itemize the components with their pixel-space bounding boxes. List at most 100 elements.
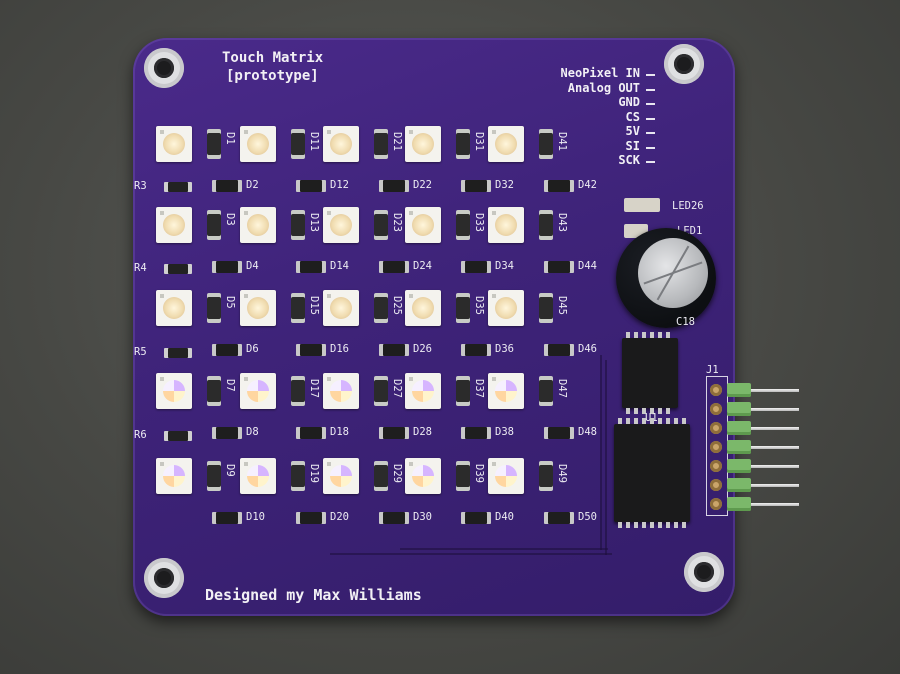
led-label: D9: [224, 464, 236, 477]
neopixel-led: [240, 290, 276, 326]
header-pad: [710, 460, 722, 472]
diode-label: D12: [330, 179, 349, 191]
smd-diode: [383, 512, 405, 524]
led-label: D15: [308, 296, 320, 315]
smd-diode: [216, 180, 238, 192]
diode-label: D36: [495, 343, 514, 355]
smd-capacitor: [456, 380, 470, 402]
pin-tick: [646, 88, 655, 91]
header-pin: [751, 503, 799, 506]
diode-label: D8: [246, 426, 259, 438]
smd-capacitor: [539, 465, 553, 487]
header-pad: [710, 384, 722, 396]
pin-label-5v: 5V: [625, 124, 640, 138]
led-label: D13: [308, 213, 320, 232]
resistor-label: R5: [134, 346, 147, 358]
smd-capacitor: [291, 133, 305, 155]
pcb-board: [133, 38, 735, 616]
header-pad: [710, 479, 722, 491]
neopixel-led: [156, 126, 192, 162]
diode-label: D48: [578, 426, 597, 438]
header-spacer: [727, 402, 751, 416]
header-spacer: [727, 497, 751, 511]
smd-diode: [465, 344, 487, 356]
led-label: D27: [391, 379, 403, 398]
smd-diode: [300, 512, 322, 524]
led-label: D1: [224, 132, 236, 145]
smd-capacitor: [291, 465, 305, 487]
header-pad: [710, 403, 722, 415]
diode-label: D50: [578, 511, 597, 523]
smd-capacitor: [374, 380, 388, 402]
pcb-trace: [330, 553, 612, 555]
j1-label: J1: [706, 364, 719, 376]
diode-label: D44: [578, 260, 597, 272]
led-label: D41: [556, 132, 568, 151]
smd-capacitor: [539, 133, 553, 155]
resistor: [168, 264, 188, 274]
resistor-label: R6: [134, 429, 147, 441]
neopixel-led: [323, 126, 359, 162]
diode-label: D46: [578, 343, 597, 355]
neopixel-led: [240, 458, 276, 494]
smd-capacitor: [374, 133, 388, 155]
smd-diode: [300, 180, 322, 192]
neopixel-led: [405, 126, 441, 162]
smd-diode: [548, 180, 570, 192]
led-label: D5: [224, 296, 236, 309]
smd-diode: [383, 344, 405, 356]
neopixel-led: [488, 126, 524, 162]
smd-diode: [548, 427, 570, 439]
diode-label: D42: [578, 179, 597, 191]
smd-diode: [216, 512, 238, 524]
capacitor-label: C18: [676, 316, 695, 328]
neopixel-led: [488, 207, 524, 243]
pin-tick: [646, 74, 655, 76]
neopixel-led: [405, 373, 441, 409]
led-label: D49: [556, 464, 568, 483]
neopixel-led: [323, 458, 359, 494]
smd-capacitor: [374, 214, 388, 236]
smd-capacitor: [374, 465, 388, 487]
neopixel-led: [156, 207, 192, 243]
led-label: D25: [391, 296, 403, 315]
smd-capacitor: [456, 214, 470, 236]
neopixel-led: [405, 207, 441, 243]
smd-capacitor: [291, 214, 305, 236]
pin-tick: [646, 161, 655, 163]
smd-capacitor: [207, 214, 221, 236]
smd-diode: [383, 427, 405, 439]
diode-label: D32: [495, 179, 514, 191]
designer-credit: Designed my Max Williams: [205, 586, 422, 604]
smd-diode: [216, 261, 238, 273]
header-pin: [751, 465, 799, 468]
pin-tick: [646, 132, 655, 134]
mounting-hole-bottom-left: [144, 558, 184, 598]
pin-label-gnd: GND: [618, 95, 640, 109]
smd-diode: [548, 261, 570, 273]
led-label: D37: [473, 379, 485, 398]
smd-capacitor: [207, 133, 221, 155]
led-label: D21: [391, 132, 403, 151]
smd-diode: [216, 427, 238, 439]
diode-label: D30: [413, 511, 432, 523]
header-spacer: [727, 478, 751, 492]
led-label: D17: [308, 379, 320, 398]
header-pin: [751, 389, 799, 392]
led-label: D45: [556, 296, 568, 315]
smd-capacitor: [456, 133, 470, 155]
header-pad: [710, 441, 722, 453]
neopixel-led: [323, 207, 359, 243]
smd-diode: [465, 261, 487, 273]
smd-diode: [300, 427, 322, 439]
pcb-trace: [400, 548, 608, 550]
header-pad: [710, 422, 722, 434]
led-label: D29: [391, 464, 403, 483]
smd-capacitor: [539, 380, 553, 402]
smd-diode: [465, 427, 487, 439]
header-spacer: [727, 421, 751, 435]
capacitor-top: [638, 238, 708, 308]
led-label: D47: [556, 379, 568, 398]
led-label: D35: [473, 296, 485, 315]
led-label: D11: [308, 132, 320, 151]
